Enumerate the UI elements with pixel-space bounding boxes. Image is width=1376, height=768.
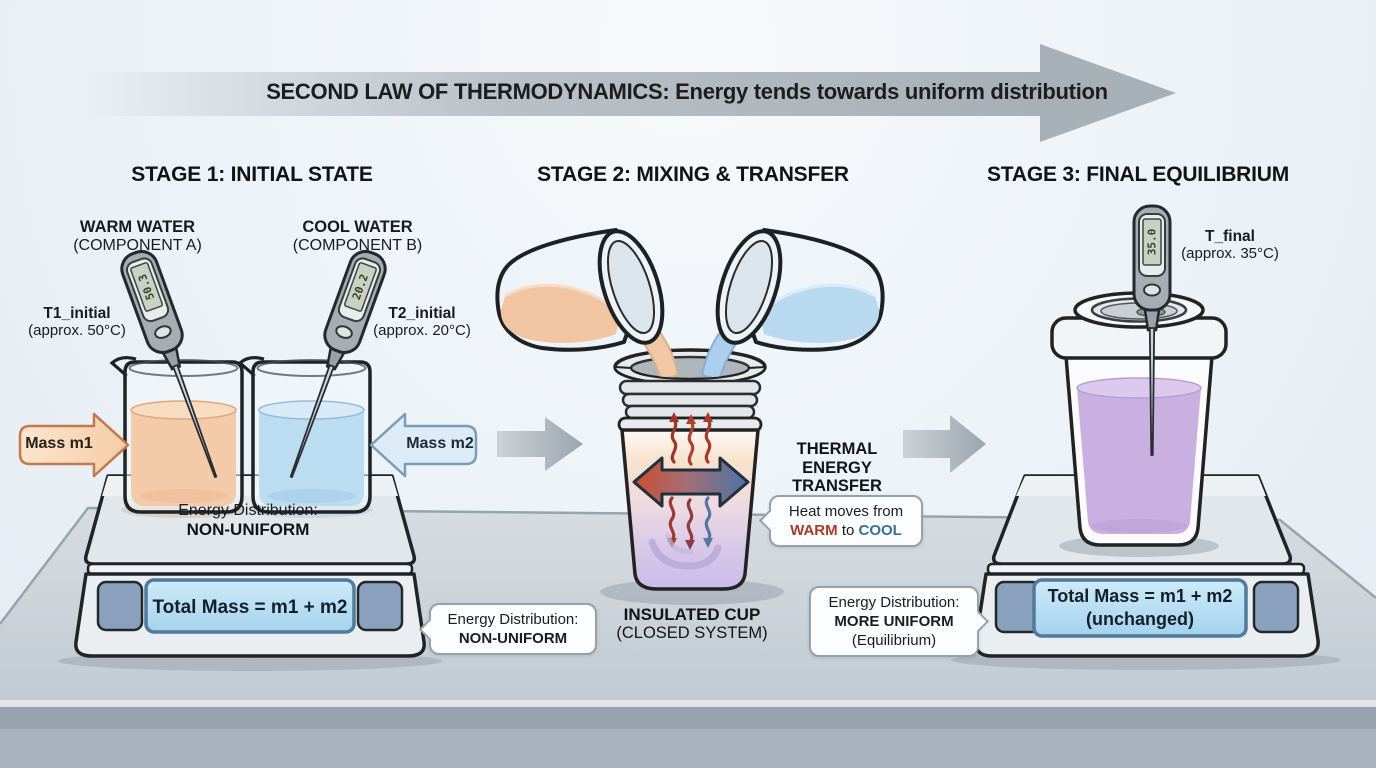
stage3-title: STAGE 3: FINAL EQUILIBRIUM: [986, 163, 1290, 186]
stage1-scale-button-right: [356, 580, 404, 632]
heat-transfer-bubble: Heat moves from WARM to COOL: [758, 495, 923, 547]
stage3-scale: [951, 474, 1341, 670]
warm-water-label: WARM WATER (COMPONENT A): [55, 218, 220, 255]
tfinal-label: T_final (approx. 35°C): [1181, 228, 1279, 262]
cool-word: COOL: [858, 522, 902, 539]
heat-exchange-arrow-icon: [632, 456, 750, 508]
mass-m2-label: Mass m2: [406, 435, 474, 452]
stage3-scale-lcd: [1032, 578, 1248, 638]
t2-label: T2_initial (approx. 20°C): [373, 305, 471, 339]
insulated-cup: [600, 304, 784, 605]
cool-beaker: [237, 356, 373, 518]
warm-beaker: [109, 356, 245, 518]
cool-water-component: (COMPONENT B): [292, 237, 423, 254]
banner-title: SECOND LAW OF THERMODYNAMICS: Energy ten…: [266, 79, 1108, 104]
mass-m2-arrow: [369, 412, 478, 478]
warm-water-component: (COMPONENT A): [73, 237, 202, 254]
stage3-scale-button-right: [1252, 580, 1300, 634]
equilibrium-cup: [1050, 291, 1228, 557]
mixing-swirl-icon: [648, 538, 722, 570]
stage3-energy-bubble: Energy Distribution: MORE UNIFORM (Equil…: [809, 586, 990, 657]
stage1-title: STAGE 1: INITIAL STATE: [131, 163, 373, 186]
stage1-scale-button-left: [96, 580, 144, 632]
pouring-cup-cool: [715, 228, 885, 352]
mass-m1-arrow: [18, 412, 130, 478]
arrow-stage1-to-2-icon: [497, 417, 583, 471]
cool-water-label: COOL WATER (COMPONENT B): [275, 218, 440, 255]
warm-word: WARM: [790, 522, 838, 539]
thermometer-final-icon: 35.0: [1132, 204, 1172, 456]
stage1-scale-lcd: [144, 578, 356, 634]
stage1-scale-display: Total Mass = m1 + m2: [152, 597, 348, 618]
stage1-energy-bubble: Energy Distribution: NON-UNIFORM: [418, 603, 597, 655]
thermometer-cool-icon: 20.2: [289, 249, 387, 479]
thermo3-reading: 35.0: [1146, 229, 1159, 256]
thermal-energy-transfer-label: THERMAL ENERGY TRANSFER: [792, 440, 882, 495]
pouring-cup-warm: [495, 228, 665, 352]
stage3-scale-display: Total Mass = m1 + m2 (unchanged): [1047, 586, 1233, 629]
stage1-energy-distribution: Energy Distribution: NON-UNIFORM: [178, 502, 318, 539]
arrow-stage2-to-3-icon: [903, 415, 986, 473]
t1-label: T1_initial (approx. 50°C): [28, 305, 126, 339]
heat-waves-down-icon: [667, 496, 713, 550]
heat-waves-up-icon: [669, 412, 713, 466]
stage2-title: STAGE 2: MIXING & TRANSFER: [537, 163, 849, 186]
insulated-cup-label: INSULATED CUP (CLOSED SYSTEM): [616, 605, 768, 642]
warm-water-name: WARM WATER: [79, 218, 196, 236]
cool-water-name: COOL WATER: [302, 218, 413, 236]
thermometer-warm-icon: 50.3: [120, 249, 218, 479]
process-arrow: [78, 44, 1176, 142]
mass-m1-label: Mass m1: [25, 435, 93, 452]
